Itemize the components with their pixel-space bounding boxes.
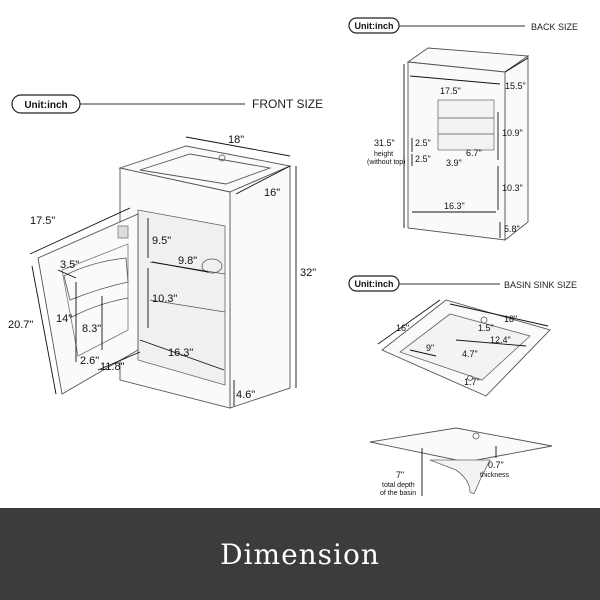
front-cabinet-drawing	[37, 145, 292, 409]
basin-size-section: Unit:inch BASIN SINK SIZE 18" 16" 1.5" 1…	[348, 275, 577, 497]
front-dim-163: 16.3"	[168, 347, 193, 359]
front-dim-98: 9.8"	[178, 255, 197, 267]
front-cabinet-side	[229, 165, 291, 409]
back-dim-25a: 2.5"	[415, 138, 431, 148]
front-open-door	[37, 213, 139, 395]
basin-dim-line-9	[409, 349, 437, 357]
basin-dim-7: 7"	[396, 470, 404, 480]
front-faucet-hole	[218, 154, 226, 162]
back-dim-175: 17.5"	[440, 86, 461, 96]
basin-side-profile	[369, 427, 553, 463]
basin-dim-line-16	[377, 299, 441, 345]
back-cabinet-drawing	[406, 47, 530, 241]
front-title: FRONT SIZE	[252, 97, 323, 111]
front-basin-recess	[139, 153, 272, 185]
front-dim-103: 10.3"	[152, 293, 177, 305]
front-dim-line-163	[139, 339, 225, 371]
basin-dim-124: 12.4"	[490, 335, 511, 345]
basin-dim-07-note: thickness	[480, 472, 510, 479]
basin-title: BASIN SINK SIZE	[504, 280, 577, 290]
front-dim-line-18	[185, 136, 291, 157]
back-dim-315: 31.5"	[374, 138, 395, 148]
front-dim-line-175	[29, 207, 131, 255]
front-dim-32: 32"	[300, 267, 316, 279]
basin-dim-17: 1.7"	[464, 377, 480, 387]
back-title: BACK SIZE	[531, 22, 578, 32]
basin-dim-07: 0.7"	[488, 460, 504, 470]
basin-dim-15: 1.5"	[478, 323, 494, 333]
back-unit-label: Unit:inch	[355, 21, 394, 31]
basin-dim-line-124	[455, 339, 527, 347]
back-dim-103: 10.3"	[502, 183, 523, 193]
front-door-shelf	[63, 257, 129, 301]
back-size-section: Unit:inch BACK SIZE 17.5" 15.5" 31.5" he…	[348, 17, 578, 241]
basin-side-drawing	[369, 427, 553, 495]
front-unit-label: Unit:inch	[24, 100, 67, 111]
front-size-section: Unit:inch FRONT SIZE 18"	[8, 94, 323, 409]
basin-dim-18: 18"	[504, 314, 517, 324]
front-dim-83: 8.3"	[82, 323, 101, 335]
back-dim-58: 5.8"	[504, 224, 520, 234]
back-dim-109: 10.9"	[502, 128, 523, 138]
front-dim-175: 17.5"	[30, 215, 55, 227]
back-dim-39: 3.9"	[446, 158, 462, 168]
front-dim-line-118	[97, 351, 141, 371]
front-dim-35: 3.5"	[60, 259, 79, 271]
front-shelf-line-2	[149, 299, 226, 313]
basin-dim-line-18	[449, 303, 549, 327]
back-dimensions: 17.5" 15.5" 31.5" height (without top) 2…	[367, 57, 529, 238]
front-drain-pipe	[201, 258, 223, 274]
front-dim-18: 18"	[228, 134, 244, 146]
back-dim-163: 16.3"	[444, 201, 465, 211]
front-dim-line-16	[235, 165, 291, 195]
basin-side-bowl	[429, 459, 491, 495]
front-dim-118: 11.8"	[100, 361, 125, 373]
back-dim-315-note1: height	[374, 151, 393, 158]
front-dim-14: 14"	[56, 313, 72, 325]
basin-unit-label: Unit:inch	[355, 279, 394, 289]
basin-dim-9: 9"	[426, 343, 434, 353]
dimension-banner: Dimension	[0, 508, 600, 600]
front-dim-line-207	[31, 265, 57, 395]
front-dim-207: 20.7"	[8, 319, 33, 331]
back-dim-25b: 2.5"	[415, 154, 431, 164]
basin-bowl	[399, 313, 531, 381]
back-panel-cutout	[437, 99, 495, 151]
front-dim-line-35	[57, 269, 77, 279]
back-dim-67: 6.7"	[466, 148, 482, 158]
front-dim-line-98	[151, 261, 209, 273]
front-dim-16: 16"	[264, 187, 280, 199]
front-door-rack	[61, 243, 129, 357]
basin-side-faucet-hole	[472, 432, 480, 440]
basin-dim-16: 16"	[396, 323, 409, 333]
basin-top-drawing	[381, 299, 551, 397]
back-dim-155: 15.5"	[505, 81, 526, 91]
basin-dim-7-note1: total depth	[382, 482, 415, 489]
back-dim-line-175	[409, 75, 501, 85]
basin-dim-7-note2: of the basin	[380, 490, 416, 497]
basin-dim-47: 4.7"	[462, 349, 478, 359]
back-dim-line-155	[504, 57, 529, 73]
basin-side-dimensions: 7" total depth of the basin 0.7" thickne…	[380, 446, 510, 497]
front-door-shelf-2	[69, 297, 129, 319]
front-dim-46: 4.6"	[236, 389, 255, 401]
banner-title: Dimension	[220, 537, 380, 571]
basin-top-dimensions: 18" 16" 1.5" 12.4" 9" 4.7" 1.7"	[377, 299, 549, 387]
back-dim-315-note2: (without top)	[367, 159, 406, 166]
front-dim-95: 9.5"	[152, 235, 171, 247]
front-door-hinge	[117, 225, 129, 239]
front-dimensions: 18" 16" 32" 17.5" 20.7" 3.5" 14" 8.3" 2.…	[8, 134, 316, 406]
front-dim-26: 2.6"	[80, 355, 99, 367]
basin-faucet-hole	[480, 316, 488, 324]
basin-drain	[467, 375, 473, 381]
